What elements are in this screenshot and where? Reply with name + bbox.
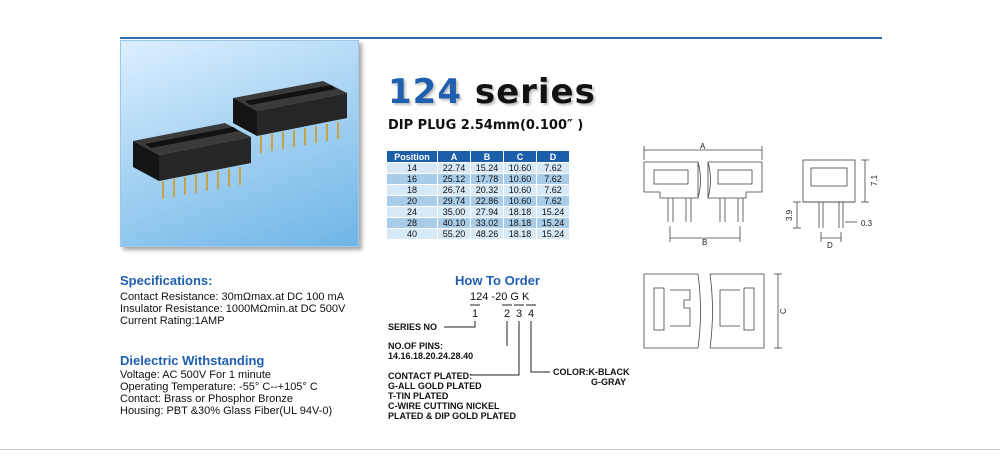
table-header-row: Position A B C D xyxy=(386,150,570,163)
color-line: COLOR:K-BLACK xyxy=(553,367,630,377)
order-digit: 3 xyxy=(516,308,523,320)
specifications-title: Specifications: xyxy=(120,273,213,288)
table-cell: 10.60 xyxy=(503,195,537,207)
table-row: 16 25.12 17.78 10.60 7.62 xyxy=(386,173,570,185)
dim-03-label: 0.3 xyxy=(861,219,873,228)
column-header: C xyxy=(503,150,537,163)
plated-label: CONTACT PLATED: G-ALL GOLD PLATED T-TIN … xyxy=(388,371,516,421)
dim-39-label: 3.9 xyxy=(785,209,794,221)
connector-image xyxy=(133,81,347,199)
series-number: 124 xyxy=(388,72,462,112)
product-photo xyxy=(120,40,359,247)
order-digit: 2 xyxy=(504,308,511,320)
front-view-drawing: A B xyxy=(643,142,763,247)
pins-line: 14.16.18.20.24.28.40 xyxy=(388,351,474,361)
dimension-table: Position A B C D 14 22.74 15.24 10.60 7.… xyxy=(386,150,570,240)
plated-line: CONTACT PLATED: xyxy=(388,371,473,381)
column-header: B xyxy=(470,150,504,163)
product-subtitle: DIP PLUG 2.54mm(0.100″ ) xyxy=(388,118,584,133)
dielectric-line: Contact: Brass or Phosphor Bronze xyxy=(120,393,294,405)
plated-line: G-ALL GOLD PLATED xyxy=(388,381,482,391)
table-cell: 18.18 xyxy=(503,228,537,240)
spec-line: Insulator Resistance: 1000MΩmin.at DC 50… xyxy=(120,303,346,315)
dim-d-label: D xyxy=(827,241,833,250)
series-title: 124 series xyxy=(388,72,596,112)
top-view-drawing: C xyxy=(643,273,788,349)
spec-line: Contact Resistance: 30mΩmax.at DC 100 mA xyxy=(120,291,345,303)
table-cell: 15.24 xyxy=(536,228,570,240)
dim-c-label: C xyxy=(779,308,788,314)
side-view-drawing: 7.1 3.9 0.3 D xyxy=(785,159,879,250)
table-cell: 40 xyxy=(386,228,438,240)
series-no-label: SERIES NO xyxy=(388,322,438,332)
dim-b-label: B xyxy=(702,238,707,247)
dielectric-title: Dielectric Withstanding xyxy=(120,353,265,368)
dielectric-line: Voltage: AC 500V For 1 minute xyxy=(120,369,272,381)
color-label: COLOR:K-BLACK G-GRAY xyxy=(553,367,630,387)
spec-line: Current Rating:1AMP xyxy=(120,315,225,327)
order-digit: 4 xyxy=(528,308,535,320)
dielectric-line: Operating Temperature: -55° C--+105° C xyxy=(120,381,318,393)
dielectric-line: Housing: PBT &30% Glass Fiber(UL 94V-0) xyxy=(120,405,333,417)
series-word: series xyxy=(474,72,596,112)
table-cell: 7.62 xyxy=(536,173,570,185)
pins-line: NO.OF PINS: xyxy=(388,341,444,351)
color-line: G-GRAY xyxy=(591,377,627,387)
plated-line: T-TIN PLATED xyxy=(388,391,449,401)
how-to-order-title: How To Order xyxy=(455,273,540,288)
order-digit: 1 xyxy=(472,308,479,320)
header-rule xyxy=(120,37,882,39)
table-cell: 7.62 xyxy=(536,162,570,174)
plated-line: C-WIRE CUTTING NICKEL xyxy=(388,401,500,411)
plated-line: PLATED & DIP GOLD PLATED xyxy=(388,411,517,421)
dim-71-label: 7.1 xyxy=(870,174,879,186)
pins-label: NO.OF PINS: 14.16.18.20.24.28.40 xyxy=(388,341,473,361)
table-row: 40 55.20 48.26 18.18 15.24 xyxy=(386,228,570,240)
column-header: A xyxy=(437,150,471,163)
dim-a-label: A xyxy=(700,142,706,151)
specifications-body: Contact Resistance: 30mΩmax.at DC 100 mA… xyxy=(120,291,345,327)
order-code: 124 -20 G K xyxy=(470,291,530,303)
footer-rule xyxy=(0,449,1000,450)
dielectric-body: Voltage: AC 500V For 1 minute Operating … xyxy=(120,369,332,417)
column-header: D xyxy=(536,150,570,163)
table-cell: 48.26 xyxy=(470,228,504,240)
